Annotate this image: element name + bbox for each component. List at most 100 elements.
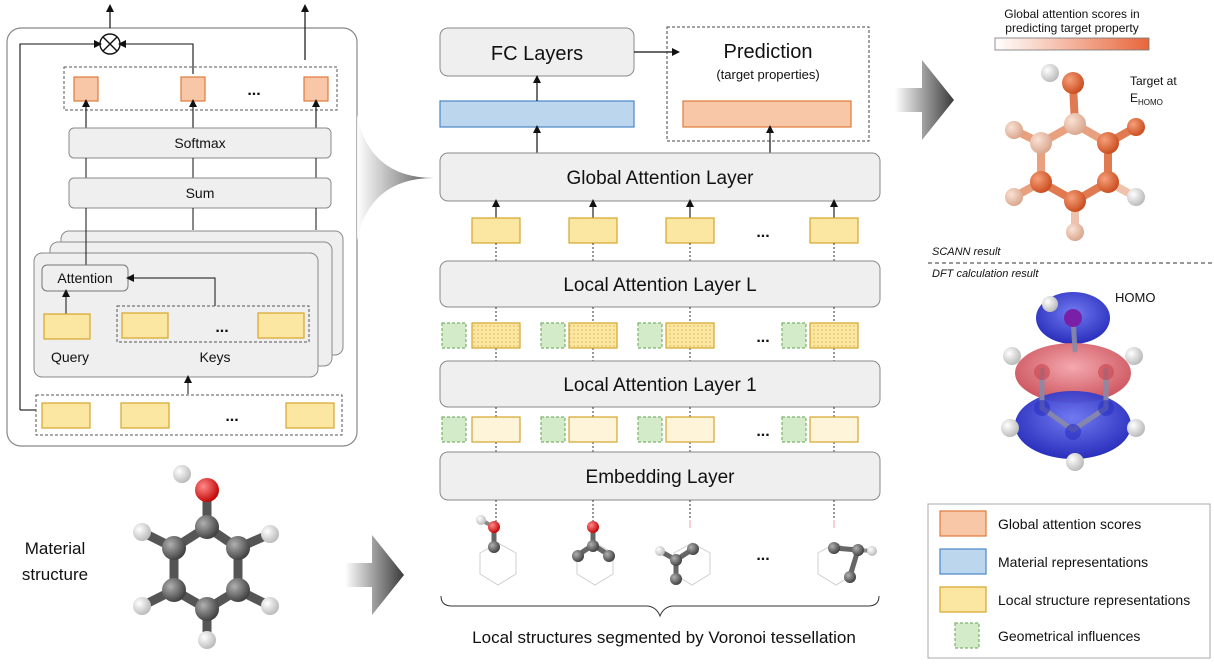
legend-label: Geometrical influences [998,628,1140,644]
input-vector [285,402,335,429]
geometrical-influence-box [781,322,807,349]
network-pipeline: FC Layers Prediction (target properties)… [439,26,881,522]
homo-orbital-render [1001,292,1145,471]
target-subscript: HOMO [1138,98,1163,107]
ellipsis: ... [756,224,769,241]
ellipsis: ... [225,408,238,425]
fc-layers-label: FC Layers [491,43,583,65]
geometrical-influence-box [540,416,566,443]
local-representation-box [809,217,859,244]
target-label: EHOMO [1130,91,1163,107]
output-flow-arrow [895,60,954,140]
carbon-atom [572,550,584,562]
attention-detail-panel: ... Softmax Sum Attention Query . [6,4,358,447]
prediction-label: Prediction [724,41,813,63]
key-vector [257,312,305,339]
embedding-layer-block [439,451,881,501]
sum-label: Sum [186,185,215,201]
local-representation-box [568,416,618,443]
scann-result-label: SCANN result [932,246,1001,258]
geometrical-influence-box [637,416,663,443]
zoom-callout-shape [357,115,434,240]
hydrogen-atom [867,546,877,556]
legend-label: Material representations [998,554,1148,570]
dft-result-label: DFT calculation result [932,268,1039,280]
input-vector [120,402,170,429]
material-structure-label: Material [25,539,85,558]
grouping-brace [440,595,880,618]
carbon-atom [587,540,599,552]
input-flow-arrow [345,535,404,615]
attention-score-colorbar [994,37,1150,51]
attention-label: Attention [57,270,112,286]
voronoi-caption: Local structures segmented by Voronoi te… [472,628,856,647]
target-label: Target at [1130,74,1177,88]
geometrical-influence-box [441,322,467,349]
local-representation-box [665,217,715,244]
input-vector [41,402,91,429]
geometrical-influence-box [637,322,663,349]
legend: Global attention scores Material represe… [927,503,1211,659]
prediction-output-vector [682,100,852,128]
carbon-atom [670,554,682,566]
attention-score-box [303,76,329,102]
intermediate-representation-row: ... [441,307,859,362]
scores-title: Global attention scores in [1004,7,1139,21]
carbon-atom [670,573,682,585]
query-vector [43,313,91,340]
local-representation-box [471,322,521,349]
legend-swatch-global-attention [939,510,987,537]
local-attention-layer-1-label: Local Attention Layer 1 [563,375,756,396]
prediction-group [666,26,870,142]
keys-group [116,305,310,343]
input-vectors-group [35,394,343,436]
geometrical-influence-box [781,416,807,443]
carbon-atom [488,541,500,553]
ellipsis: ... [756,547,769,564]
oxygen-atom [587,521,599,533]
local-representation-box [471,217,521,244]
carbon-atom [687,543,699,555]
voronoi-local-structures: ... [476,515,877,586]
carbon-atom [844,571,856,583]
legend-swatch-local-structure [939,586,987,613]
ellipsis: ... [756,423,769,440]
ellipsis: ... [247,82,260,99]
query-label: Query [51,349,89,365]
legend-label: Local structure representations [998,592,1190,608]
scores-title: predicting target property [1005,21,1138,35]
local-attention-layer-L-label: Local Attention Layer L [563,275,756,296]
material-structure-molecule [133,465,279,649]
geometrical-influence-box [441,416,467,443]
legend-swatch-material-representation [939,548,987,575]
local-representation-box [809,322,859,349]
local-representation-box [809,416,859,443]
legend-swatch-geometrical-influence [954,622,980,649]
local-representation-box [568,217,618,244]
local-attention-layer-L-block [439,260,881,308]
scann-molecule [1005,64,1145,241]
local-representation-box [568,322,618,349]
embedding-layer-label: Embedding Layer [586,467,736,488]
softmax-block [68,127,332,159]
local-attention-layer-1-block [439,360,881,408]
local-representation-box [665,322,715,349]
material-structure-label: structure [22,565,88,584]
geometrical-influence-box [540,322,566,349]
global-attention-layer-block [439,152,881,202]
oxygen-atom [488,521,500,533]
legend-label: Global attention scores [998,516,1141,532]
global-attention-layer-label: Global Attention Layer [567,168,755,189]
local-representation-box [665,416,715,443]
hydrogen-atom [655,546,665,556]
carbon-atom [852,544,864,556]
prediction-sublabel: (target properties) [716,67,819,82]
material-representation-vector [439,100,635,128]
softmax-label: Softmax [174,135,225,151]
local-representation-row: ... [471,199,859,262]
carbon-atom [603,550,615,562]
local-representation-box [471,416,521,443]
homo-label: HOMO [1115,290,1155,305]
ellipsis: ... [756,329,769,346]
